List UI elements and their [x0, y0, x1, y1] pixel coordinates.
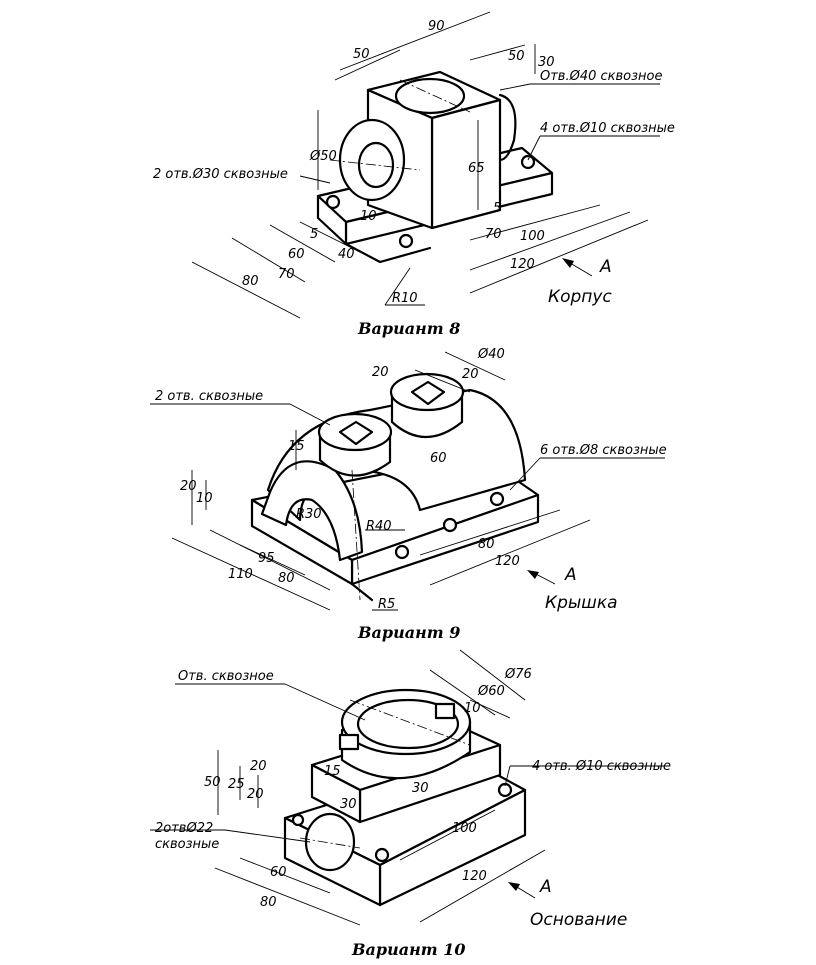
v9-dim-20-top: 20 [372, 365, 389, 380]
v8-dim-40: 40 [338, 247, 355, 262]
v8-dim-50-right: 50 [508, 49, 525, 64]
v9-boss-right [389, 372, 465, 439]
v10-dim-20-top: 20 [250, 759, 267, 774]
v10-dim-dia60: Ø60 [477, 684, 505, 699]
v8-rear-boss [498, 93, 517, 162]
v10-dim-30-cyl: 30 [412, 781, 429, 796]
v8-dim-70-right: 70 [485, 227, 502, 242]
v9-note-holes8: 6 отв.Ø8 сквозные [540, 443, 667, 458]
v8-base-hole [325, 194, 341, 210]
v8-dim-50-top: 50 [353, 47, 370, 62]
v10-dim-10: 10 [464, 701, 481, 716]
v10-dim-80: 80 [260, 895, 277, 910]
v8-dim-90: 90 [428, 19, 445, 34]
v9-dim-r5: R5 [378, 597, 395, 612]
v8-caption: Вариант 8 [357, 319, 460, 338]
v10-side-hole [304, 812, 356, 872]
v9-caption: Вариант 9 [357, 623, 460, 642]
v10-part-name: Основание [530, 910, 627, 930]
variant-8-drawing: 90 50 50 30 Ø50 65 10 5 5 60 40 70 70 80… [153, 11, 675, 338]
v10-dimension-lines [150, 649, 665, 926]
v10-dim-120: 120 [462, 869, 487, 884]
v9-dim-r40: R40 [366, 519, 392, 534]
v9-boss-left [317, 412, 393, 477]
v10-view-letter: A [539, 877, 552, 897]
v8-base-hole [520, 154, 536, 170]
v10-dim-100: 100 [452, 821, 477, 836]
v10-dim-25: 25 [228, 777, 245, 792]
v9-dim-80-left: 80 [278, 571, 295, 586]
v10-dim-dia76: Ø76 [504, 667, 532, 682]
v8-view-letter: A [599, 257, 612, 277]
v8-dim-r10: R10 [392, 291, 418, 306]
v10-corner-hole [291, 813, 305, 827]
v10-dim-60: 60 [270, 865, 287, 880]
v10-caption: Вариант 10 [351, 940, 466, 959]
v10-dim-30-front: 30 [340, 797, 357, 812]
v8-dimension-lines [191, 11, 660, 319]
v10-note-holes10: 4 отв. Ø10 сквозные [532, 759, 671, 774]
v8-note-hole40: Отв.Ø40 сквозное [540, 69, 662, 84]
v9-dim-15: 15 [288, 439, 305, 454]
v9-flange-hole [394, 544, 410, 560]
v8-note-holes10: 4 отв.Ø10 сквозные [540, 121, 675, 136]
variant-9-drawing: 2 отв. сквозные 6 отв.Ø8 сквозные Ø40 20… [150, 347, 667, 642]
v9-dim-10: 10 [196, 491, 213, 506]
v9-view-letter: A [564, 565, 577, 585]
v9-dim-60: 60 [430, 451, 447, 466]
v8-dim-80: 80 [242, 274, 259, 289]
v9-dim-20-left: 20 [180, 479, 197, 494]
v8-dim-10: 10 [360, 209, 377, 224]
v8-dim-5-right: 5 [493, 201, 501, 216]
v8-base-hole [398, 233, 414, 249]
v9-dim-20-right: 20 [462, 367, 479, 382]
v8-dim-5-left: 5 [310, 227, 318, 242]
v8-dim-dia50: Ø50 [309, 149, 337, 164]
v8-dim-60: 60 [288, 247, 305, 262]
v8-side-boss [338, 118, 406, 202]
v10-dim-50: 50 [204, 775, 221, 790]
v9-dimension-lines [150, 351, 665, 611]
v8-note-holes30: 2 отв.Ø30 сквозные [153, 167, 288, 182]
v9-dim-r30: R30 [296, 507, 322, 522]
v10-note-holes22-line2: сквозные [155, 837, 219, 852]
v8-part-name: Корпус [548, 287, 612, 307]
v10-note-hole: Отв. сквозное [178, 669, 274, 684]
v10-corner-hole [374, 847, 390, 863]
v9-dim-80-right: 80 [478, 537, 495, 552]
v9-flange-hole [489, 491, 505, 507]
v9-dim-110: 110 [228, 567, 253, 582]
v8-top-hole [394, 77, 466, 115]
variant-10-drawing: Отв. сквозное 4 отв. Ø10 сквозные 2отвØ2… [150, 649, 671, 959]
v9-dim-95: 95 [258, 551, 275, 566]
v8-dim-100: 100 [520, 229, 545, 244]
v9-dim-dia40: Ø40 [477, 347, 505, 362]
v9-part-name: Крышка [545, 593, 618, 613]
v8-dim-120: 120 [510, 257, 535, 272]
v9-flange-hole [442, 517, 458, 533]
v10-note-holes22-line1: 2отвØ22 [155, 821, 213, 836]
v10-dim-15: 15 [324, 764, 341, 779]
v9-note-holes2: 2 отв. сквозные [155, 389, 263, 404]
v8-dim-70-left: 70 [278, 267, 295, 282]
v10-corner-hole [497, 782, 513, 798]
v10-dim-20-side: 20 [247, 787, 264, 802]
v8-dim-65: 65 [468, 161, 485, 176]
v8-dim-30: 30 [538, 55, 555, 70]
v9-dim-120: 120 [495, 554, 520, 569]
v10-cylinder [338, 688, 472, 780]
